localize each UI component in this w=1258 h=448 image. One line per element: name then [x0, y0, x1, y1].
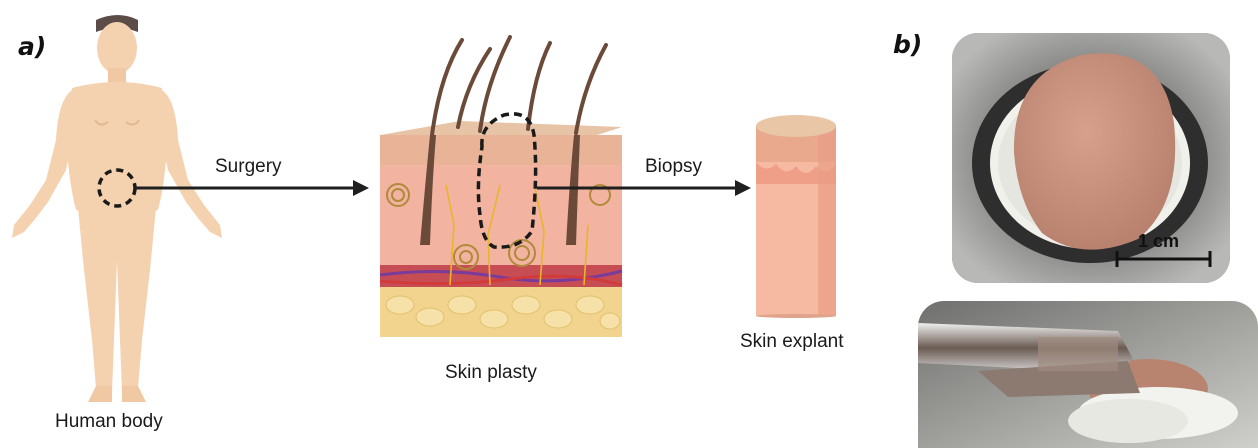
forceps-photo-image: [918, 301, 1258, 448]
human-body-caption: Human body: [55, 411, 163, 433]
scale-bar-label: 1 cm: [1138, 231, 1179, 252]
explant-photo-image: [952, 33, 1230, 283]
biopsy-label: Biopsy: [645, 156, 702, 178]
human-body-figure: [0, 10, 230, 410]
forceps-photo: [918, 301, 1258, 448]
human-body-icon: [0, 10, 230, 410]
skin-explant-cylinder-icon: [752, 112, 840, 320]
panel-label-b: b): [893, 30, 922, 59]
surgery-arrow: [135, 176, 370, 200]
skin-plasty-caption: Skin plasty: [445, 362, 537, 384]
biopsy-arrow: [537, 176, 752, 200]
skin-explant: [752, 112, 840, 320]
explant-photo: 1 cm: [952, 33, 1230, 283]
skin-explant-caption: Skin explant: [740, 331, 844, 353]
surgery-label: Surgery: [215, 156, 282, 178]
